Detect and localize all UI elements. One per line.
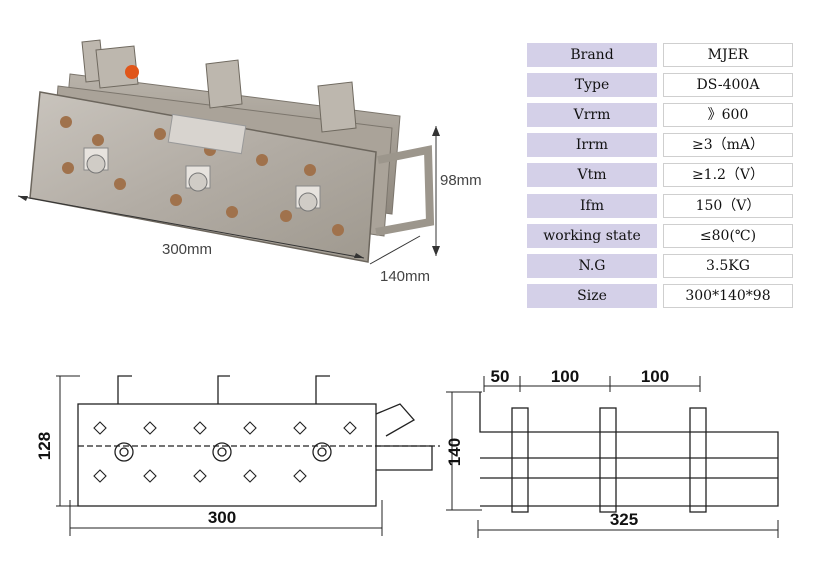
spec-value: ≥3（mA） xyxy=(663,133,793,157)
front-width-dim: 300 xyxy=(208,508,236,527)
dim-line-depth xyxy=(369,235,421,265)
side-dim-c: 100 xyxy=(641,367,669,386)
spec-key: Vrrm xyxy=(527,103,657,127)
spec-row-irrm: Irrm ≥3（mA） xyxy=(527,133,793,157)
handle-bracket xyxy=(375,145,435,236)
dim-line-width xyxy=(17,195,365,259)
top-bracket xyxy=(81,39,357,133)
depth-dim-label: 140mm xyxy=(380,268,431,285)
spec-key: working state xyxy=(527,224,657,248)
spec-row-ng: N.G 3.5KG xyxy=(527,254,793,278)
spec-key: Vtm xyxy=(527,163,657,187)
spec-key: Brand xyxy=(527,43,657,67)
spec-value: DS-400A xyxy=(663,73,793,97)
side-dim-a: 50 xyxy=(491,367,510,386)
spec-row-type: Type DS-400A xyxy=(527,73,793,97)
label-sticker xyxy=(167,113,247,155)
spec-key: Ifm xyxy=(527,194,657,218)
spec-row-brand: Brand MJER xyxy=(527,43,793,67)
technical-drawings: 128 300 50 100 100 140 325 xyxy=(35,367,779,538)
spec-value: ≥1.2（V） xyxy=(663,163,793,187)
front-view-drawing xyxy=(77,375,440,507)
spec-value: 》600 xyxy=(663,103,793,127)
side-view-dims xyxy=(446,376,779,538)
spec-row-ifm: Ifm 150（V） xyxy=(527,194,793,218)
spec-value: 300*140*98 xyxy=(663,284,793,308)
height-dim-label: 98mm xyxy=(440,172,482,189)
side-dim-b: 100 xyxy=(551,367,579,386)
spec-row-vtm: Vtm ≥1.2（V） xyxy=(527,163,793,187)
red-marker xyxy=(125,65,139,79)
spec-key: Irrm xyxy=(527,133,657,157)
spec-key: N.G xyxy=(527,254,657,278)
spec-key: Type xyxy=(527,73,657,97)
side-view-drawing xyxy=(479,392,779,513)
spec-row-working-state: working state ≤80(℃) xyxy=(527,224,793,248)
spec-value: ≤80(℃) xyxy=(663,224,793,248)
spec-row-vrrm: Vrrm 》600 xyxy=(527,103,793,127)
spec-value: 150（V） xyxy=(663,194,793,218)
product-photo xyxy=(17,39,440,265)
spec-value: MJER xyxy=(663,43,793,67)
side-width-dim: 325 xyxy=(610,510,638,529)
side-height-dim: 140 xyxy=(445,438,464,466)
spec-value: 3.5KG xyxy=(663,254,793,278)
front-view-diamonds xyxy=(93,421,357,483)
spec-row-size: Size 300*140*98 xyxy=(527,284,793,308)
width-dim-label: 300mm xyxy=(162,241,213,258)
front-height-dim: 128 xyxy=(35,432,54,460)
terminal-bolts xyxy=(83,147,321,212)
spec-key: Size xyxy=(527,284,657,308)
front-view-dims xyxy=(56,375,383,536)
